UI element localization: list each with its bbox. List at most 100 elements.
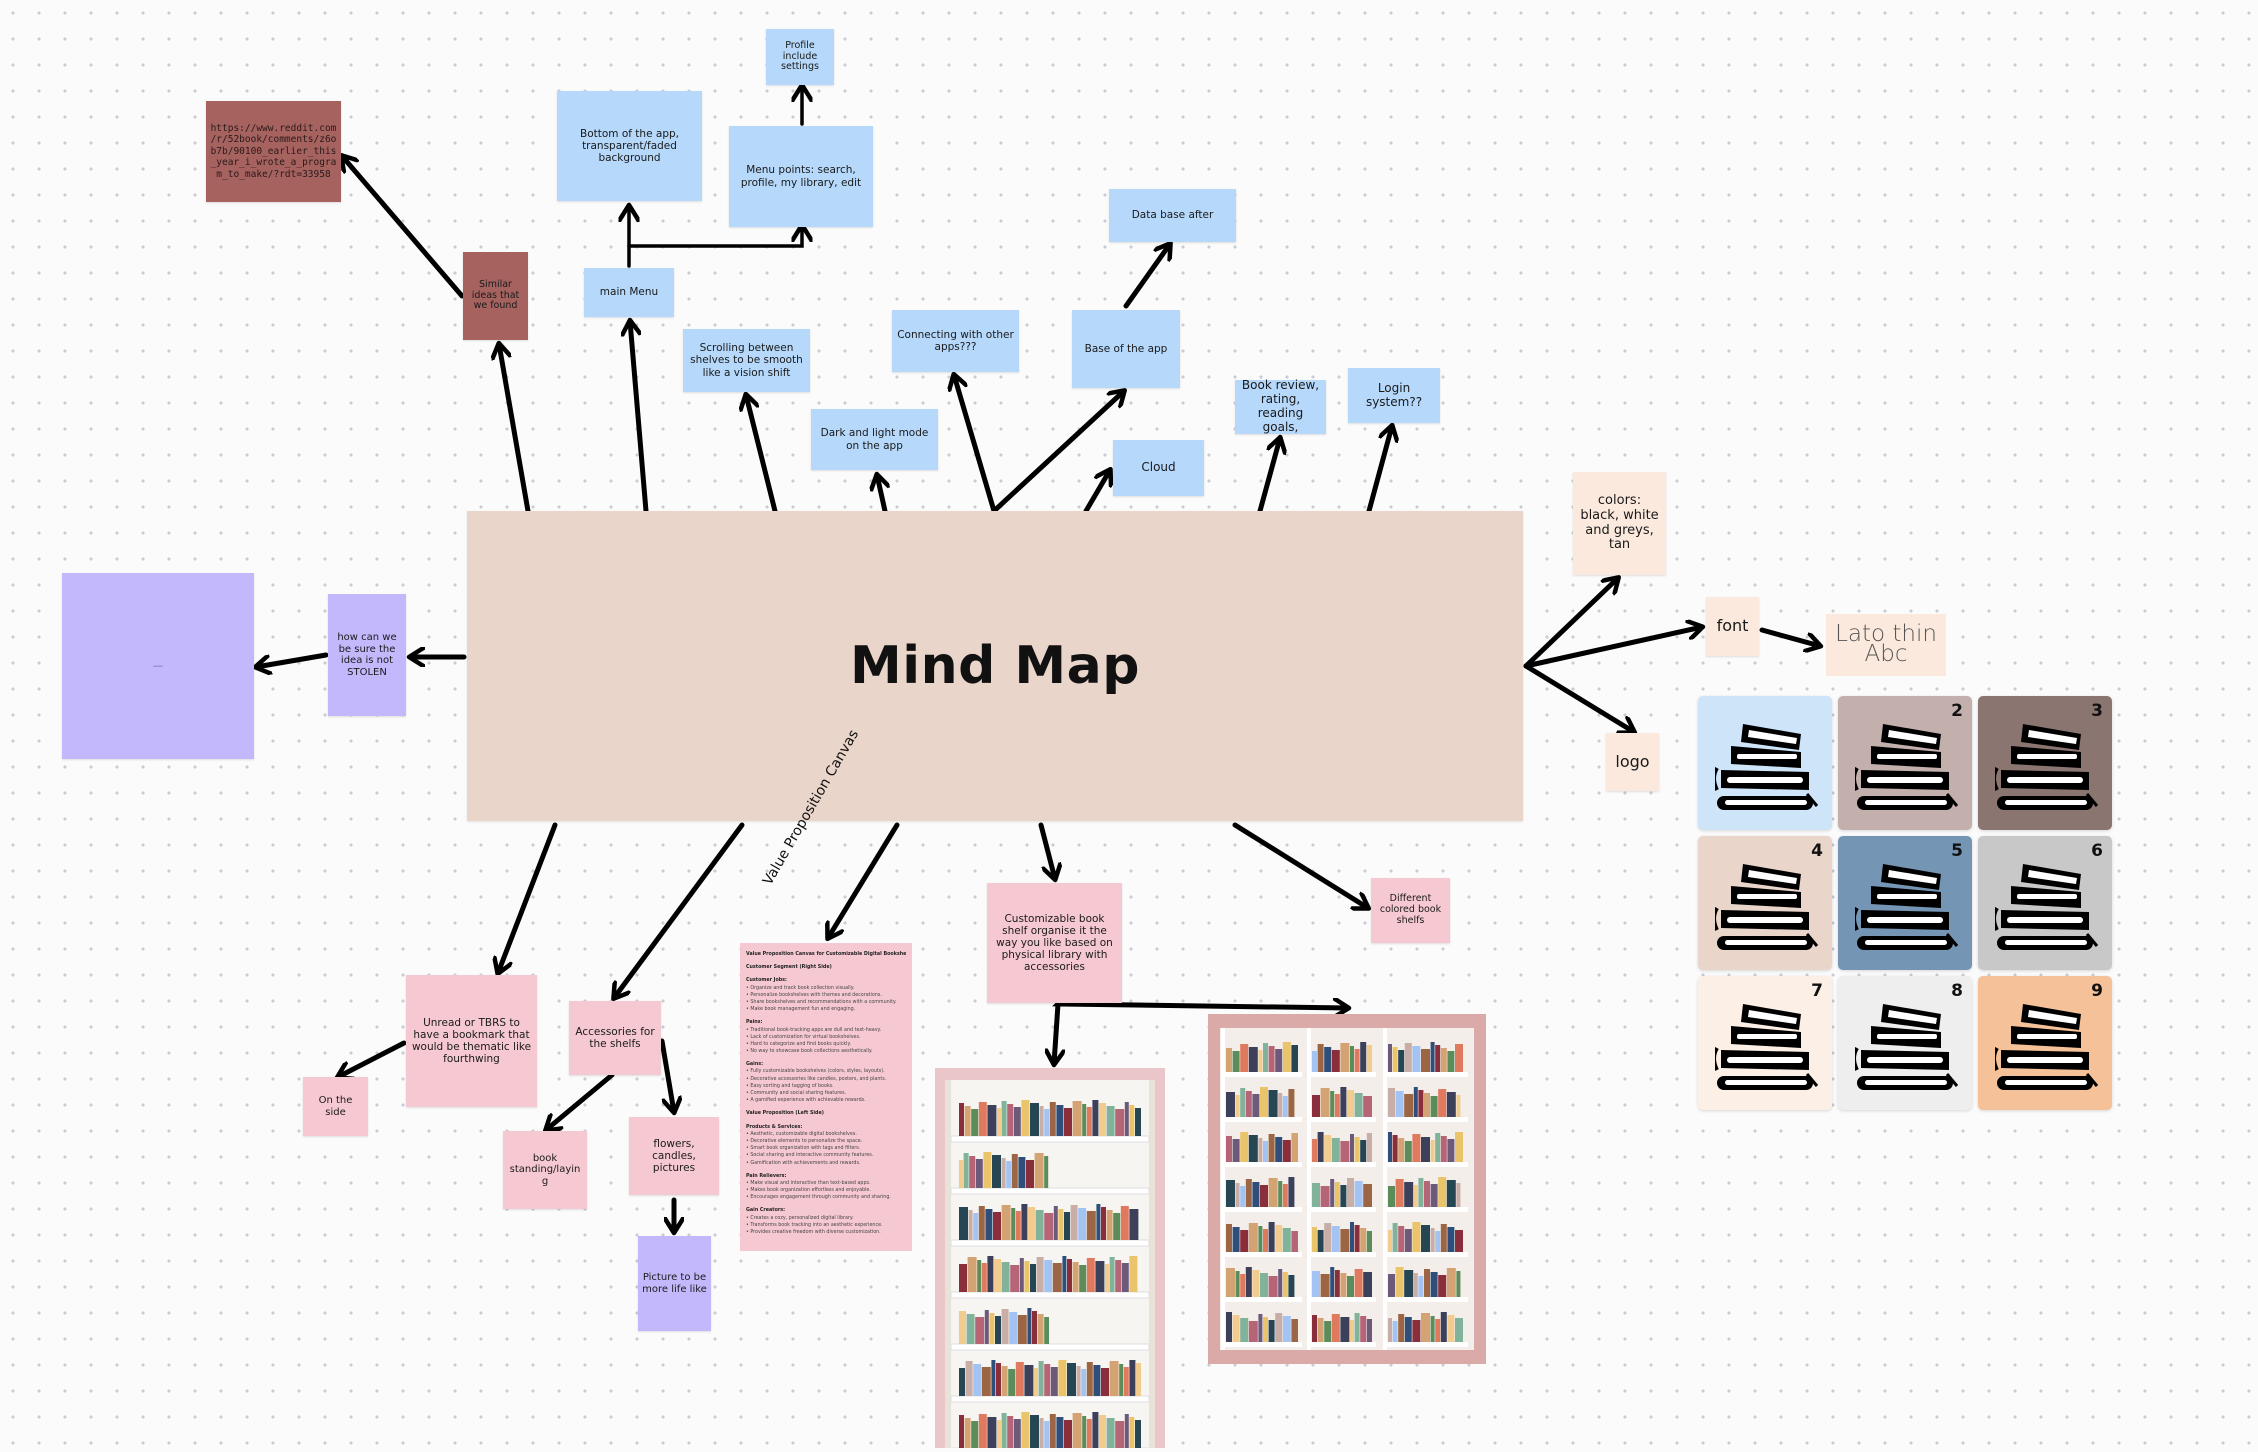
- book-spine: [1340, 1229, 1350, 1252]
- note-book-standing[interactable]: book standing/laying: [503, 1131, 587, 1209]
- logo-tile-8[interactable]: 8: [1838, 976, 1972, 1110]
- note-lato-font-sample[interactable]: Lato thin Abc: [1826, 614, 1946, 676]
- book-spine: [1026, 1160, 1034, 1188]
- book-spine: [1330, 1179, 1335, 1207]
- book-spine: [963, 1153, 969, 1188]
- logo-tile-3[interactable]: 3: [1978, 696, 2112, 830]
- logo-tile-2[interactable]: 2: [1838, 696, 1972, 830]
- mind-map-center[interactable]: Mind Map: [467, 511, 1523, 821]
- book-spine: [1421, 1225, 1430, 1252]
- book-spine: [1421, 1049, 1430, 1072]
- note-picture-life[interactable]: Picture to be more life like: [638, 1236, 711, 1331]
- note-base-app[interactable]: Base of the app: [1072, 310, 1180, 388]
- note-logo[interactable]: logo: [1606, 733, 1659, 791]
- book-spine: [1021, 1100, 1030, 1136]
- book-spine: [1258, 1050, 1263, 1072]
- book-spine: [1331, 1138, 1340, 1162]
- book-spine: [1366, 1133, 1372, 1162]
- book-spine: [997, 1420, 1001, 1448]
- bookshelf-photo-right[interactable]: [1208, 1014, 1486, 1364]
- book-spine: [1447, 1139, 1455, 1162]
- book-spine: [966, 1314, 975, 1344]
- note-different-colored[interactable]: Different colored book shelfs: [1371, 878, 1450, 943]
- book-spine: [1226, 1268, 1235, 1297]
- book-spine: [1129, 1105, 1135, 1136]
- note-flowers[interactable]: flowers, candles, pictures: [629, 1117, 719, 1195]
- book-spine: [959, 1415, 964, 1448]
- note-bottom-app[interactable]: Bottom of the app, transparent/faded bac…: [557, 91, 702, 201]
- book-spine: [1099, 1103, 1106, 1136]
- book-stack-icon: [1995, 724, 2099, 810]
- book-spine: [1268, 1320, 1275, 1342]
- shelf-board: [1224, 1207, 1302, 1212]
- mind-map-title: Mind Map: [850, 636, 1140, 696]
- note-purple-block[interactable]: —: [62, 573, 254, 759]
- shelf-board: [1386, 1297, 1468, 1302]
- note-login[interactable]: Login system??: [1348, 368, 1440, 423]
- note-scrolling[interactable]: Scrolling between shelves to be smooth l…: [683, 329, 810, 392]
- book-spine: [1388, 1044, 1392, 1072]
- book-spine: [1398, 1314, 1405, 1342]
- note-font[interactable]: font: [1706, 597, 1759, 656]
- arrow-to-unread: [498, 822, 558, 973]
- book-spine: [1268, 1134, 1275, 1162]
- logo-tile-4[interactable]: 4: [1698, 836, 1832, 970]
- logo-tile-6[interactable]: 6: [1978, 836, 2112, 970]
- note-dark-light[interactable]: Dark and light mode on the app: [811, 409, 938, 470]
- book-spine: [1010, 1265, 1020, 1292]
- book-spine: [1363, 1184, 1372, 1207]
- note-accessories[interactable]: Accessories for the shelfs: [569, 1001, 661, 1075]
- book-spine: [1001, 1101, 1007, 1136]
- book-spine: [1282, 1140, 1291, 1162]
- book-spine: [1438, 1089, 1447, 1117]
- value-prop-line: • Encourages engagement through communit…: [746, 1195, 891, 1201]
- logo-tile-9[interactable]: 9: [1978, 976, 2112, 1110]
- book-stack-icon: [1995, 1004, 2099, 1090]
- book-spine: [1056, 1417, 1064, 1448]
- book-spine: [967, 1257, 977, 1292]
- value-prop-document[interactable]: Value Proposition Canvas for Customizabl…: [740, 943, 912, 1251]
- note-colors[interactable]: colors: black, white and greys, tan: [1573, 472, 1666, 575]
- note-stolen[interactable]: how can we be sure the idea is not STOLE…: [328, 594, 406, 716]
- book-spine: [1030, 1415, 1039, 1448]
- book-spine: [1291, 1319, 1298, 1342]
- book-spine: [1019, 1258, 1024, 1292]
- book-spine: [1421, 1313, 1430, 1342]
- book-stack-icon: [1855, 1004, 1959, 1090]
- note-on-side[interactable]: On the side: [303, 1077, 368, 1136]
- book-spine: [1028, 1207, 1035, 1240]
- shelf-board: [1310, 1252, 1376, 1257]
- value-prop-line: • Make book management fun and engaging.: [746, 1007, 856, 1013]
- note-profile-settings[interactable]: Profile include settings: [766, 29, 834, 85]
- book-spine: [1440, 1048, 1447, 1072]
- arrow-to-base-app: [991, 391, 1124, 514]
- logo-tile-1[interactable]: [1698, 696, 1832, 830]
- book-spine: [1421, 1137, 1430, 1162]
- book-spine: [1001, 1158, 1006, 1188]
- book-spine: [1086, 1419, 1092, 1448]
- note-main-menu[interactable]: main Menu: [584, 268, 674, 317]
- logo-tile-7[interactable]: 7: [1698, 976, 1832, 1110]
- note-cloud[interactable]: Cloud: [1113, 440, 1204, 496]
- book-spine: [1275, 1313, 1283, 1342]
- note-unread[interactable]: Unread or TBRS to have a bookmark that w…: [406, 975, 537, 1107]
- book-spine: [1058, 1209, 1064, 1240]
- book-spine: [1440, 1224, 1447, 1252]
- book-stack-icon: [1715, 1004, 1819, 1090]
- arrow-to-connecting: [954, 375, 997, 514]
- book-spine: [1011, 1208, 1016, 1240]
- note-database[interactable]: Data base after: [1109, 189, 1236, 242]
- note-book-review[interactable]: Book review, rating, reading goals,: [1235, 379, 1326, 434]
- logo-tile-5[interactable]: 5: [1838, 836, 1972, 970]
- note-connecting[interactable]: Connecting with other apps???: [892, 310, 1019, 372]
- book-spine: [1092, 1412, 1099, 1448]
- book-spine: [1135, 1420, 1141, 1448]
- bookshelf-photo-left[interactable]: [935, 1068, 1165, 1452]
- book-spine: [1456, 1095, 1461, 1117]
- book-spine: [1235, 1271, 1240, 1297]
- book-spine: [1024, 1261, 1030, 1292]
- note-similar-ideas[interactable]: Similar ideas that we found: [463, 252, 528, 340]
- note-customizable[interactable]: Customizable book shelf organise it the …: [987, 883, 1122, 1003]
- note-reddit-url[interactable]: https://www.reddit.com/r/52book/comments…: [206, 101, 341, 202]
- note-menu-points[interactable]: Menu points: search, profile, my library…: [729, 126, 873, 227]
